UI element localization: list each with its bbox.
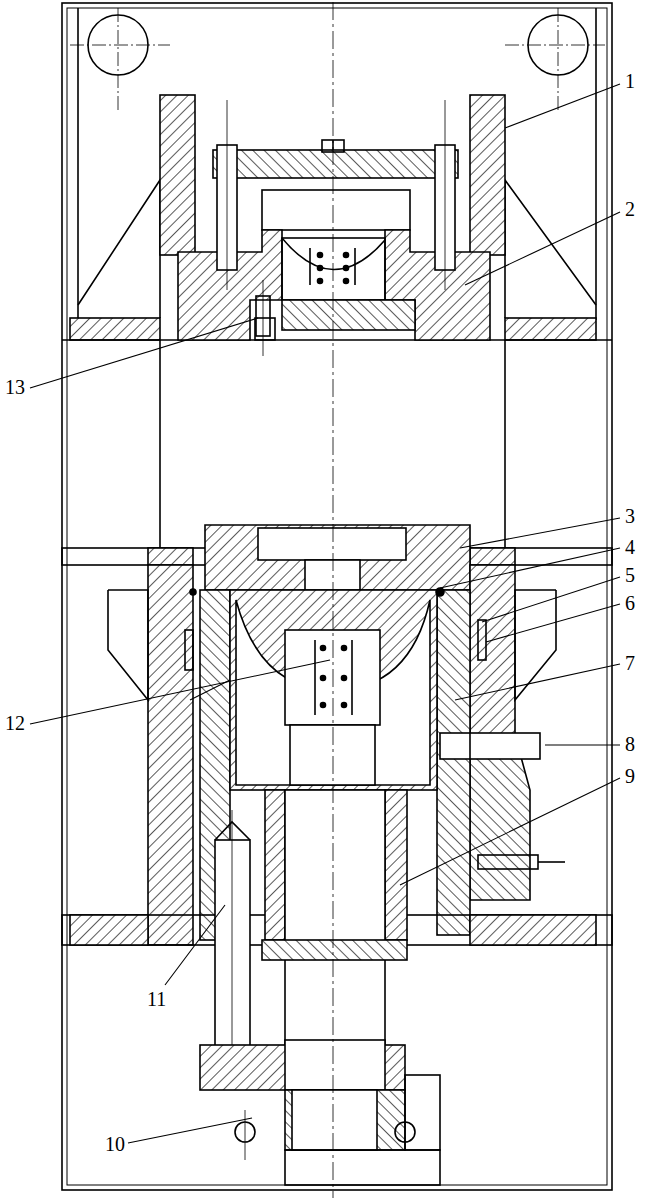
callout-number: 13 [4, 376, 26, 398]
callout-number: 8 [624, 733, 636, 755]
callout-number: 6 [624, 592, 636, 614]
callout-number: 1 [624, 70, 636, 92]
callout-number: 5 [624, 564, 636, 586]
callout-number: 7 [624, 652, 636, 674]
callout-number: 4 [624, 536, 636, 558]
callout-number: 9 [624, 765, 636, 787]
callout-number: 2 [624, 198, 636, 220]
callout-number: 12 [4, 712, 26, 734]
callout-number: 3 [624, 505, 636, 527]
callout-number: 11 [146, 988, 167, 1010]
callout-number: 10 [104, 1133, 126, 1155]
